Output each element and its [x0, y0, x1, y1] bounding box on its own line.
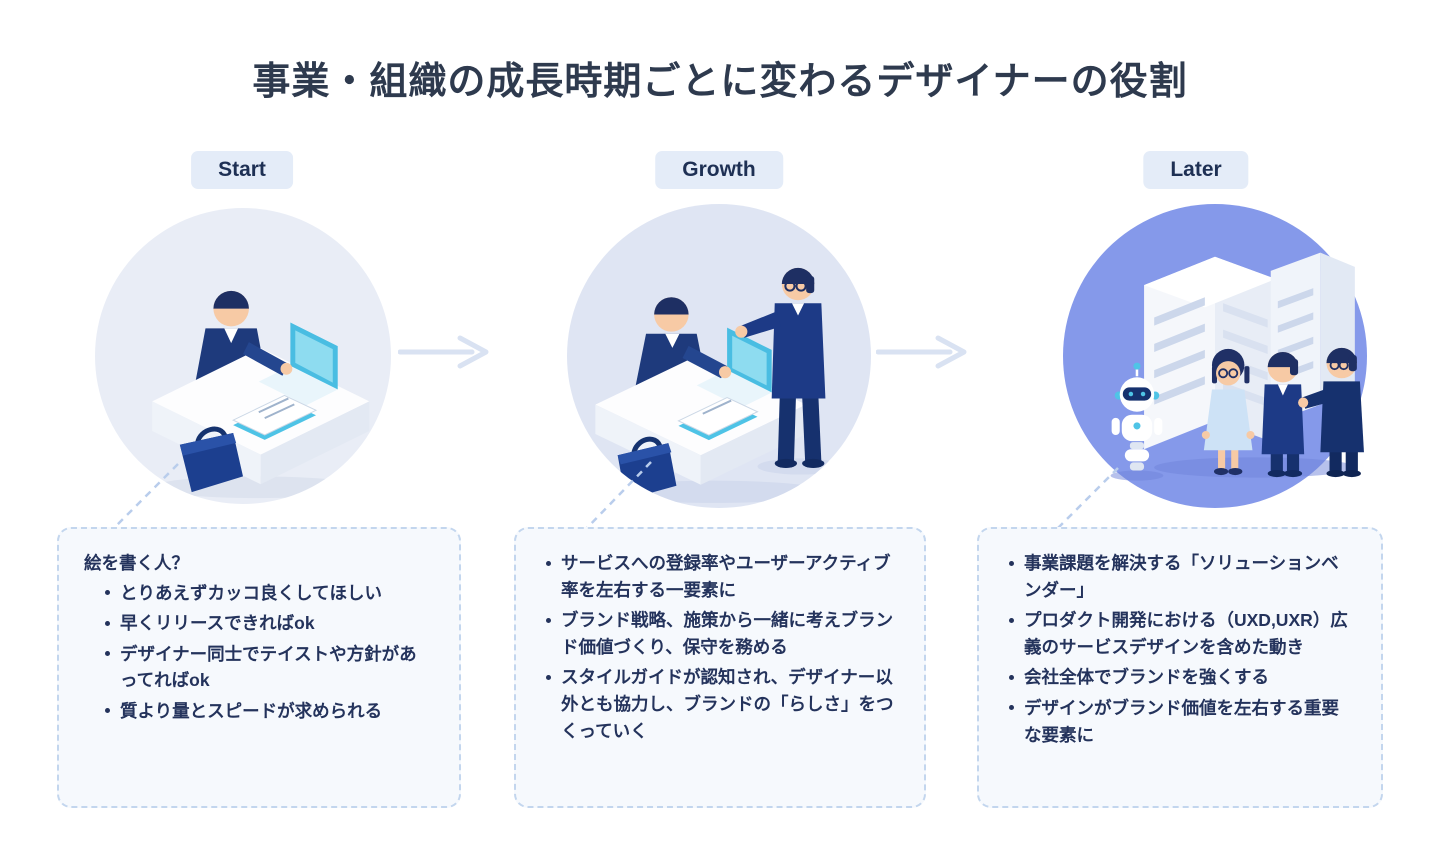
- bullet-item: 会社全体でブランドを強くする: [1004, 664, 1356, 691]
- laptop: [696, 327, 772, 408]
- team-robot-buildings-illustration: [1110, 252, 1364, 481]
- person-working-at-desk-illustration: [151, 290, 370, 499]
- papers: [231, 394, 318, 440]
- bullet-item: 事業課題を解決する「ソリューションベンダー」: [1004, 550, 1356, 603]
- dashed-connector-line: [1053, 467, 1119, 533]
- bullet-item: サービスへの登録率やユーザーアクティブ率を左右する一要素に: [541, 550, 899, 603]
- laptop: [258, 322, 338, 406]
- bullet-item: 質より量とスピードが求められる: [100, 698, 434, 725]
- arm-on-desk: [682, 345, 732, 379]
- start-bullet-list: とりあえずカッコ良くしてほしい 早くリリースできればok デザイナー同士でテイス…: [84, 580, 434, 725]
- later-illustration-circle: [1063, 204, 1367, 508]
- bag: [179, 426, 243, 493]
- arrow-right-icon: [876, 335, 967, 369]
- bullet-item: デザインがブランド価値を左右する重要な要素に: [1004, 695, 1356, 748]
- bullet-item: スタイルガイドが認知され、デザイナー以外とも協力し、ブランドの「らしさ」をつくっ…: [541, 664, 899, 744]
- bullet-item: プロダクト開発における（UXD,UXR）広義のサービスデザインを含めた動き: [1004, 607, 1356, 660]
- start-description-box: 絵を書く人？ とりあえずカッコ良くしてほしい 早くリリースできればok デザイナ…: [57, 527, 461, 808]
- bullet-item: とりあえずカッコ良くしてほしい: [100, 580, 434, 607]
- papers: [677, 396, 759, 441]
- start-box-heading: 絵を書く人？: [84, 553, 189, 573]
- page-title: 事業・組織の成長時期ごとに変わるデザイナーの役割: [252, 61, 1188, 103]
- stage-badge-later: Later: [1143, 151, 1249, 189]
- bullet-item: 早くリリースできればok: [100, 610, 434, 637]
- standing-person: [735, 267, 843, 475]
- later-description-box: 事業課題を解決する「ソリューションベンダー」 プロダクト開発における（UXD,U…: [977, 527, 1383, 808]
- dashed-connector-line: [582, 461, 652, 533]
- growth-bullet-list: サービスへの登録率やユーザーアクティブ率を左右する一要素に ブランド戦略、施策か…: [541, 550, 899, 744]
- robot: [1111, 362, 1163, 471]
- arm-on-desk: [243, 342, 293, 376]
- arrow-right-icon: [398, 335, 489, 369]
- growth-illustration-circle: [567, 204, 871, 508]
- bullet-item: デザイナー同士でテイストや方針があってればok: [100, 641, 434, 694]
- designer-with-stakeholder-illustration: [595, 267, 843, 503]
- stage-badge-growth: Growth: [655, 151, 783, 189]
- growth-description-box: サービスへの登録率やユーザーアクティブ率を左右する一要素に ブランド戦略、施策か…: [514, 527, 926, 808]
- man-center: [1261, 351, 1305, 478]
- woman: [1201, 348, 1255, 476]
- later-bullet-list: 事業課題を解決する「ソリューションベンダー」 プロダクト開発における（UXD,U…: [1004, 550, 1356, 748]
- stage-badge-start: Start: [191, 151, 293, 189]
- start-illustration-circle: [95, 208, 391, 504]
- dashed-connector-line: [107, 463, 179, 535]
- man-right: [1298, 347, 1364, 478]
- bullet-item: ブランド戦略、施策から一緒に考えブランド価値づくり、保守を務める: [541, 607, 899, 660]
